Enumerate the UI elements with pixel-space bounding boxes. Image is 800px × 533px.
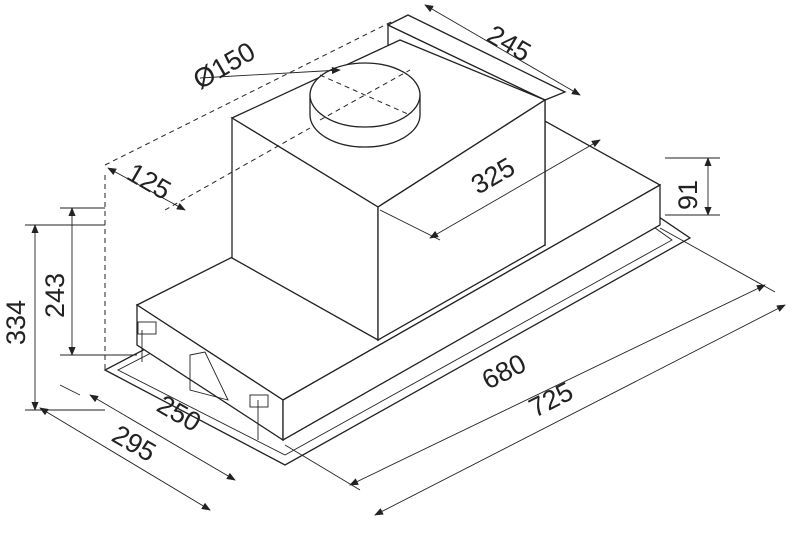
dim-outer-width: 725 [524, 376, 578, 423]
duct-outlet [309, 62, 421, 148]
dim-duct-diameter: Ø150 [188, 36, 260, 95]
dim-total-height: 334 [1, 300, 31, 345]
dim-body-height: 243 [40, 273, 70, 318]
dim-outer-depth: 295 [107, 419, 161, 468]
dim-inner-width: 680 [477, 348, 531, 395]
dim-flange-height: 91 [673, 180, 703, 210]
dim-duct-offset: 125 [122, 157, 176, 206]
